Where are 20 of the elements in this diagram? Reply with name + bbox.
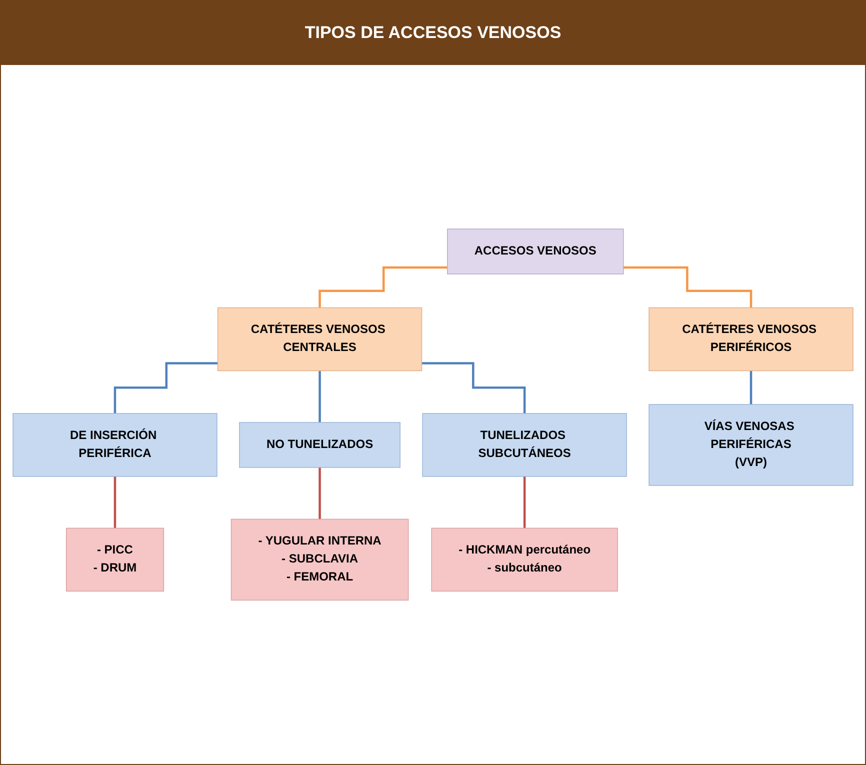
node-box: DE INSERCIÓN PERIFÉRICA xyxy=(12,413,218,477)
connector xyxy=(114,475,116,530)
connector xyxy=(318,466,321,520)
connector xyxy=(523,475,526,530)
connector xyxy=(623,266,752,309)
node-box: - PICC - DRUM xyxy=(66,528,164,592)
connector xyxy=(318,370,321,424)
node-box: ACCESOS VENOSOS xyxy=(447,228,624,274)
title-banner: TIPOS DE ACCESOS VENOSOS xyxy=(1,1,865,65)
node-box: - HICKMAN percutáneo - subcutáneo xyxy=(431,528,618,592)
node-box: - YUGULAR INTERNA - SUBCLAVIA - FEMORAL xyxy=(230,518,409,600)
connector xyxy=(750,370,752,406)
connector xyxy=(114,362,218,414)
node-box: VÍAS VENOSAS PERIFÉRICAS (VVP) xyxy=(648,404,854,486)
connector xyxy=(422,362,526,414)
node-box: NO TUNELIZADOS xyxy=(239,422,400,468)
connector xyxy=(318,266,448,309)
node-box: TUNELIZADOS SUBCUTÁNEOS xyxy=(422,413,627,477)
node-box: CATÉTERES VENOSOS CENTRALES xyxy=(217,307,422,371)
node-box: CATÉTERES VENOSOS PERIFÉRICOS xyxy=(648,307,854,371)
